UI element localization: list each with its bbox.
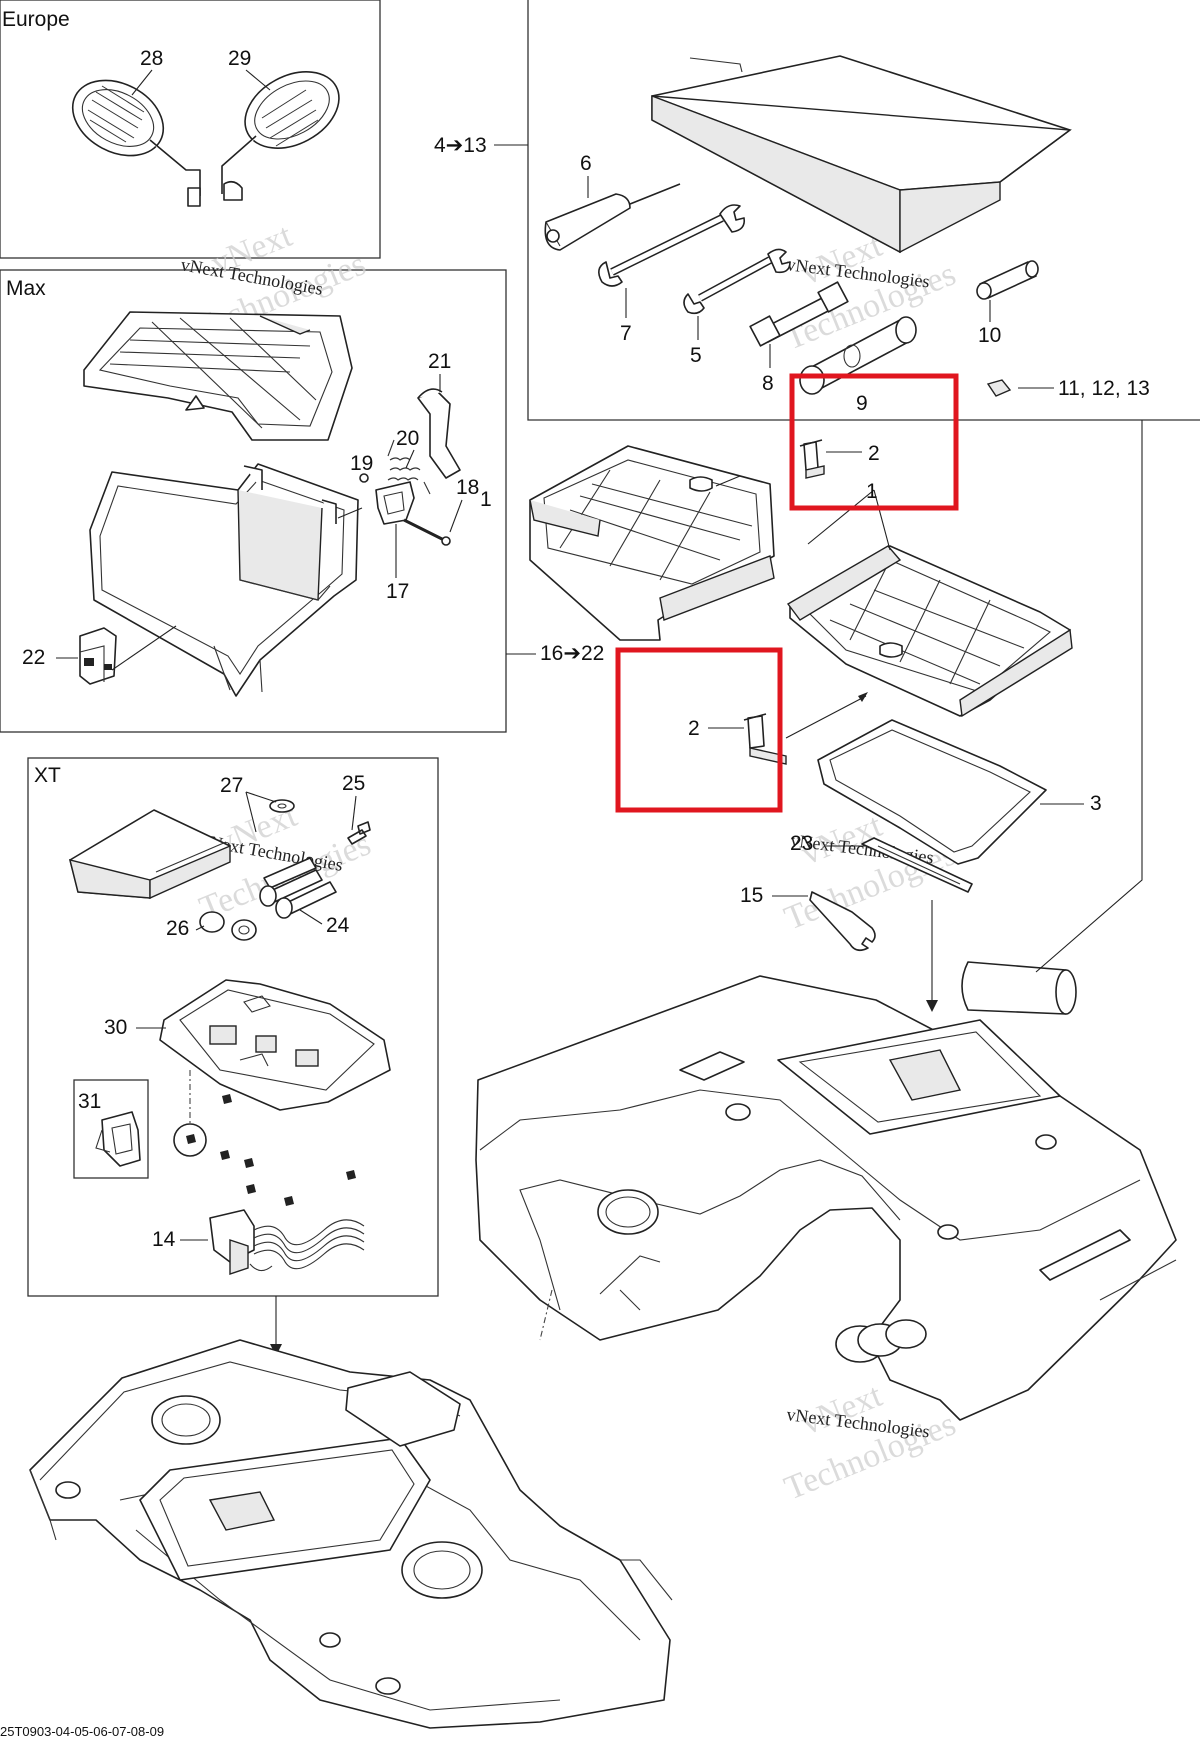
- callout-25: 25: [342, 772, 365, 795]
- mirror-left: [71, 79, 201, 207]
- callout-16-22: 16➔22: [540, 642, 604, 665]
- callout-17: 17: [386, 580, 409, 603]
- callout-19: 19: [350, 452, 373, 475]
- section-title-max: Max: [6, 277, 46, 300]
- xt-clips: [173, 1094, 356, 1206]
- callout-21: 21: [428, 350, 451, 373]
- callout-28: 28: [140, 47, 163, 70]
- diagram-code: 25T0903-04-05-06-07-08-09: [0, 1724, 164, 1739]
- clip-22: [79, 627, 117, 685]
- section-title-europe: Europe: [2, 8, 70, 31]
- callout-11-12-13: 11, 12, 13: [1058, 377, 1150, 400]
- rear-fender: [475, 975, 1177, 1421]
- callout-18b: 1: [480, 488, 492, 511]
- latch-21: [417, 388, 461, 479]
- callout-4-13: 4➔13: [434, 134, 487, 157]
- storage-cover-right: [786, 545, 1073, 718]
- callout-20: 20: [396, 427, 419, 450]
- bracket-17: [375, 481, 415, 525]
- storage-cover-left: [529, 445, 775, 641]
- callout-24: 24: [326, 914, 350, 937]
- europe-frame: [0, 0, 381, 259]
- xt-nuts-26: [199, 911, 257, 941]
- tool-bag: [961, 961, 1077, 1015]
- callout-5: 5: [690, 344, 702, 367]
- callout-6: 6: [580, 152, 592, 175]
- highlight-box-clip-bottom: [615, 647, 783, 813]
- mirror-right: [221, 71, 340, 201]
- callout-18: 18: [456, 476, 479, 499]
- max-storage-tray: [83, 311, 353, 441]
- screwdriver: [544, 183, 681, 251]
- callout-7: 7: [620, 322, 632, 345]
- tools-frame: [527, 0, 1200, 421]
- fuses-11-13: [986, 379, 1012, 397]
- section-title-xt: XT: [34, 764, 61, 787]
- callout-2-top: 2: [868, 442, 880, 465]
- callout-30: 30: [104, 1016, 127, 1039]
- callout-8: 8: [762, 372, 774, 395]
- spring-20: [387, 439, 431, 495]
- max-frame: [0, 269, 507, 733]
- callout-15: 15: [740, 884, 763, 907]
- key-15: [809, 891, 876, 952]
- callout-23: 23: [790, 832, 813, 855]
- wrench-7: [598, 204, 746, 287]
- callout-1: 1: [866, 480, 878, 503]
- callout-31: 31: [78, 1090, 101, 1113]
- gasket-3: [817, 719, 1047, 865]
- callout-9: 9: [856, 392, 868, 415]
- xt-bolts-24: [259, 857, 337, 919]
- socket-wrench-8: [749, 281, 849, 347]
- callout-2-bottom: 2: [688, 717, 700, 740]
- tool-pouch: [651, 55, 1072, 254]
- xt-screws-25: [347, 821, 371, 845]
- callout-3: 3: [1090, 792, 1102, 815]
- callout-22: 22: [22, 646, 45, 669]
- clip-2-top: [799, 439, 825, 479]
- callout-29: 29: [228, 47, 251, 70]
- xt-washer-27: [269, 799, 295, 813]
- strap-23: [861, 837, 973, 893]
- fuse-holder-10: [976, 260, 1039, 300]
- callout-10: 10: [978, 324, 1001, 347]
- highlight-box-clip-top: [789, 373, 959, 511]
- xt-frame: [27, 757, 439, 1297]
- callout-14: 14: [152, 1228, 176, 1251]
- wrench-5: [683, 248, 791, 315]
- rear-fender-xt: [29, 1339, 673, 1729]
- extension-bar-9: [799, 316, 917, 395]
- pin-19: [359, 473, 369, 483]
- bolt-18: [403, 518, 451, 546]
- clip-2-bottom: [743, 713, 787, 765]
- xt-fastener-31: [73, 1079, 149, 1179]
- callout-26: 26: [166, 917, 189, 940]
- xt-base-plate-30: [159, 979, 391, 1111]
- xt-harness-14: [209, 1209, 365, 1275]
- callout-27: 27: [220, 774, 243, 797]
- xt-storage-box: [69, 809, 231, 900]
- max-storage-bin: [89, 463, 359, 697]
